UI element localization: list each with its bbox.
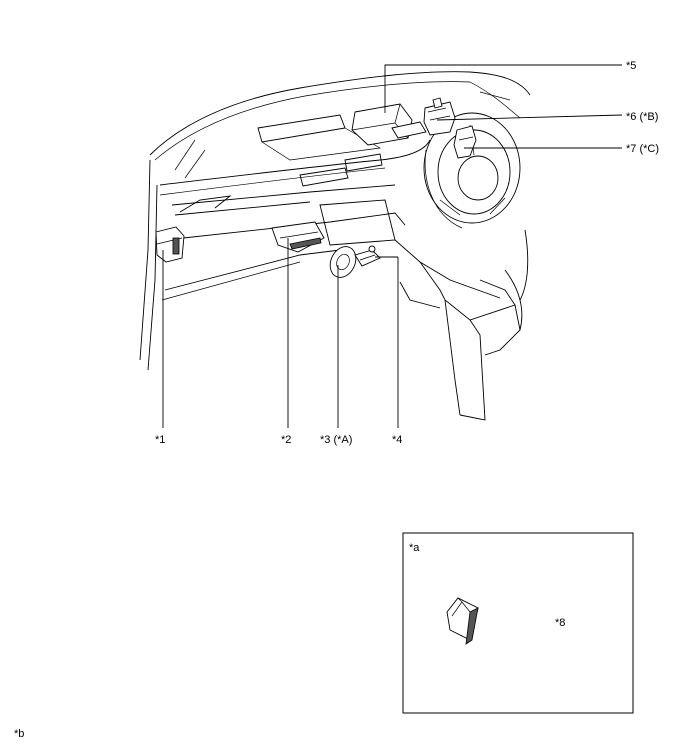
part-1-unit (155, 226, 185, 263)
dashboard-drawing (139, 71, 531, 421)
part-4-unit (354, 245, 381, 267)
callout-8: *8 (555, 617, 565, 629)
callout-4: *4 (392, 434, 402, 446)
footer-note: *b (14, 728, 24, 740)
callout-7: *7 (*C) (626, 143, 659, 155)
part-7-unit (453, 125, 477, 159)
part-6-unit (423, 97, 456, 136)
callout-1: *1 (155, 434, 165, 446)
part-3-unit (329, 246, 357, 278)
part-5-unit (351, 103, 427, 146)
inset-title: *a (409, 542, 420, 554)
part-8-unit (446, 597, 479, 645)
inset-box: *a *8 (402, 532, 634, 714)
steering-wheel (423, 112, 521, 229)
callout-5: *5 (626, 60, 636, 72)
callout-6: *6 (*B) (626, 111, 658, 123)
callout-2: *2 (281, 434, 291, 446)
part-2-unit (271, 221, 325, 253)
callout-3: *3 (*A) (320, 434, 352, 446)
